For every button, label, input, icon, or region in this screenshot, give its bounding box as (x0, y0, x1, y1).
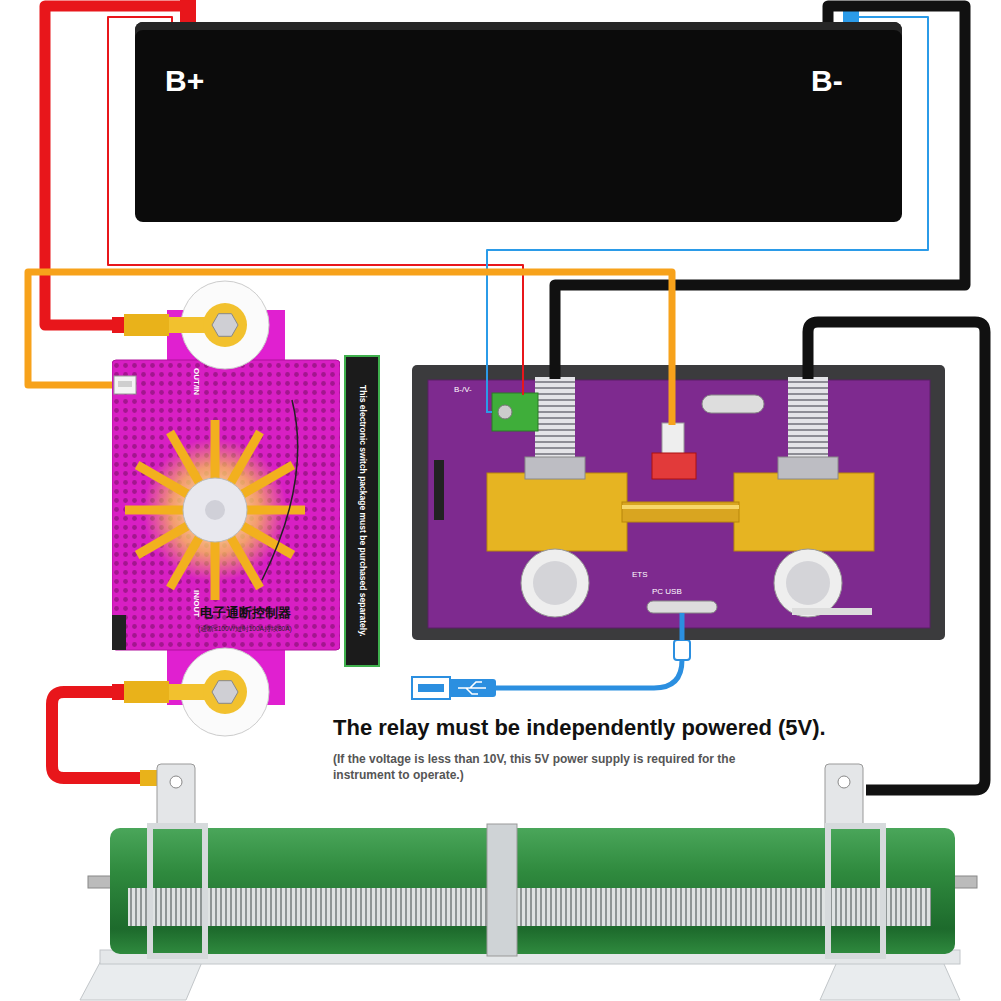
resistor-symbol (80, 764, 977, 1000)
usb-c-plug (674, 640, 690, 660)
switch-board: OUT/IN 电子通断控制器 (通断≤100V/短时100A持续80A) IN/OUT (112, 280, 340, 740)
port-label: ETS (632, 570, 648, 579)
usb-symbol (458, 682, 486, 694)
load-wire (52, 692, 158, 778)
pin-label: B-/V- (454, 385, 472, 394)
terminal-label: B+ (165, 64, 204, 99)
usb-plug-head (412, 677, 450, 699)
power-footnote: (If the voltage is less than 10V, this 5… (333, 752, 788, 783)
port-label: PC USB (652, 587, 682, 596)
switch-board-art (112, 280, 340, 740)
meter-board-art (412, 365, 945, 640)
terminal-label: OUT/IN (192, 368, 201, 395)
board-title: 电子通断控制器 (200, 606, 291, 621)
meter-board: B-/V- ETS PC USB (412, 365, 945, 640)
terminal-label: B- (811, 64, 843, 99)
board-rating: (通断≤100V/短时100A持续80A) (198, 625, 292, 632)
power-note: The relay must be independently powered … (333, 714, 826, 743)
purchase-note: This electronic switch package must be p… (357, 385, 367, 637)
terminal-label: IN/OUT (192, 590, 201, 617)
usb-cable (494, 640, 682, 688)
battery-box: B+ B- (135, 22, 902, 222)
usb-plug-body (448, 679, 496, 697)
usb-plug-tongue (418, 684, 444, 692)
note-box: This electronic switch package must be p… (344, 355, 380, 667)
